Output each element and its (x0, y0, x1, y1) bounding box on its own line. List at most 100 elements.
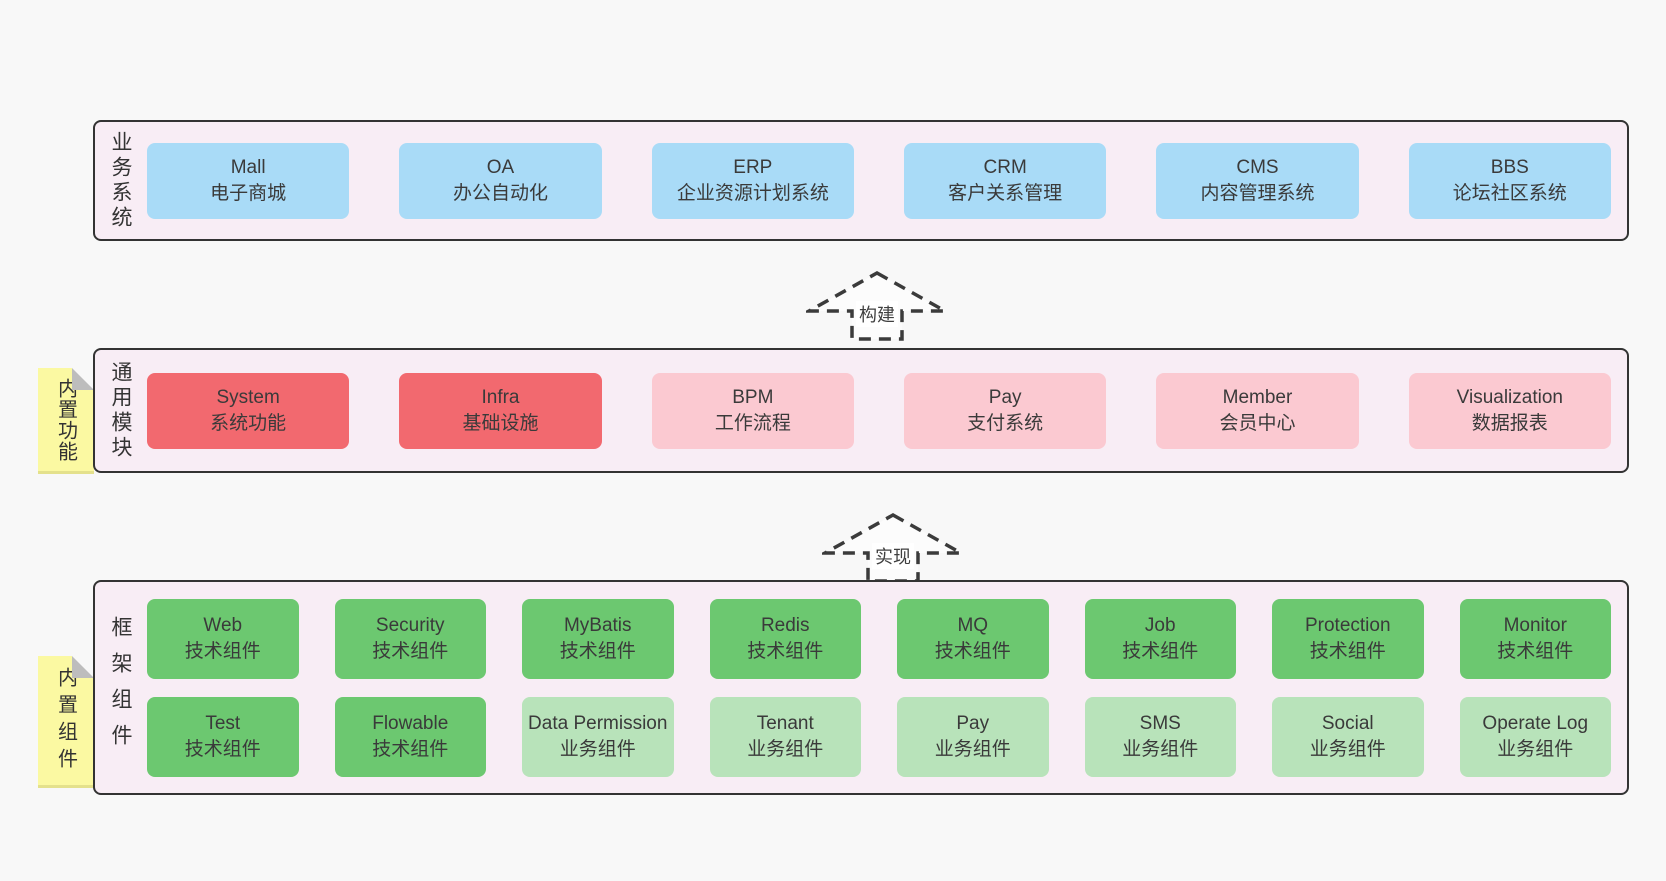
box-desc: 技术组件 (747, 640, 824, 662)
sticky-label: 内置组件 (54, 666, 77, 775)
box-name: Job (1144, 614, 1176, 636)
business-boxes: Mall 电子商城 OA 办公自动化 ERP 企业资源计划系统 CRM 客户关系… (145, 122, 1627, 239)
band-components-label: 框架组件 (109, 615, 132, 760)
box-desc: 技术组件 (1497, 640, 1574, 662)
box-name: CMS (1236, 156, 1279, 178)
box-desc: 技术组件 (184, 640, 261, 662)
box-mq: MQ 技术组件 (897, 598, 1049, 679)
arrow-implement-label: 实现 (872, 543, 914, 569)
box-name: MyBatis (563, 614, 632, 636)
box-crm: CRM 客户关系管理 (903, 142, 1107, 219)
band-common-modules: 通用模块 System 系统功能 Infra 基础设施 BPM 工作流程 Pay… (93, 348, 1629, 473)
box-name: BPM (732, 386, 774, 408)
box-desc: 支付系统 (967, 412, 1044, 434)
box-desc: 论坛社区系统 (1452, 182, 1567, 204)
box-desc: 技术组件 (184, 738, 261, 760)
box-tenant: Tenant 业务组件 (709, 696, 861, 777)
box-name: MQ (957, 614, 989, 636)
box-name: CRM (983, 156, 1027, 178)
box-desc: 工作流程 (714, 412, 791, 434)
box-desc: 办公自动化 (452, 182, 548, 204)
box-mall: Mall 电子商城 (147, 142, 350, 219)
box-cms: CMS 内容管理系统 (1156, 142, 1359, 219)
box-web: Web 技术组件 (147, 598, 299, 679)
box-sms: SMS 业务组件 (1084, 696, 1236, 777)
box-infra: Infra 基础设施 (399, 372, 602, 449)
component-rows: Web 技术组件 Security 技术组件 MyBatis 技术组件 Redi… (145, 582, 1627, 793)
box-flowable: Flowable 技术组件 (334, 696, 486, 777)
box-name: Pay (988, 386, 1022, 408)
box-security: Security 技术组件 (334, 598, 486, 679)
box-visualization: Visualization 数据报表 (1408, 372, 1611, 449)
box-name: Test (205, 712, 241, 734)
box-pay-component: Pay 业务组件 (897, 696, 1049, 777)
box-name: OA (486, 156, 515, 178)
box-mybatis: MyBatis 技术组件 (522, 598, 674, 679)
component-row-2: Test 技术组件 Flowable 技术组件 Data Permission … (147, 696, 1611, 777)
box-data-permission: Data Permission 业务组件 (522, 696, 674, 777)
box-redis: Redis 技术组件 (709, 598, 861, 679)
box-test: Test 技术组件 (147, 696, 299, 777)
box-protection: Protection 技术组件 (1272, 598, 1424, 679)
box-name: Pay (956, 712, 990, 734)
box-name: Mall (230, 156, 266, 178)
box-desc: 电子商城 (210, 182, 287, 204)
box-desc: 会员中心 (1219, 412, 1296, 434)
box-social: Social 业务组件 (1272, 696, 1424, 777)
box-name: Security (375, 614, 445, 636)
box-desc: 业务组件 (1497, 738, 1574, 760)
box-desc: 客户关系管理 (948, 182, 1063, 204)
box-desc: 业务组件 (747, 738, 824, 760)
component-row-1: Web 技术组件 Security 技术组件 MyBatis 技术组件 Redi… (147, 598, 1611, 679)
box-name: Monitor (1503, 614, 1567, 636)
box-name: Social (1321, 712, 1374, 734)
box-name: Data Permission (528, 712, 668, 734)
box-bpm: BPM 工作流程 (651, 372, 854, 449)
box-desc: 业务组件 (934, 738, 1011, 760)
box-name: Infra (481, 386, 520, 408)
box-desc: 业务组件 (1122, 738, 1199, 760)
sticky-built-in-features: 内置功能 (38, 368, 94, 474)
sticky-label: 内置功能 (54, 377, 77, 462)
box-desc: 内容管理系统 (1200, 182, 1315, 204)
box-name: Tenant (756, 712, 814, 734)
box-pay-module: Pay 支付系统 (903, 372, 1107, 449)
box-name: SMS (1139, 712, 1181, 734)
box-desc: 业务组件 (1309, 738, 1386, 760)
box-desc: 业务组件 (559, 738, 636, 760)
box-desc: 数据报表 (1471, 412, 1548, 434)
box-monitor: Monitor 技术组件 (1459, 598, 1611, 679)
arrow-build: 构建 (806, 270, 948, 342)
box-desc: 系统功能 (210, 412, 287, 434)
box-job: Job 技术组件 (1084, 598, 1236, 679)
box-desc: 技术组件 (372, 640, 449, 662)
box-bbs: BBS 论坛社区系统 (1408, 142, 1611, 219)
box-name: System (216, 386, 280, 408)
box-desc: 企业资源计划系统 (676, 182, 829, 204)
box-name: Protection (1304, 614, 1391, 636)
band-business-label: 业务系统 (109, 130, 132, 231)
box-name: BBS (1490, 156, 1529, 178)
box-desc: 技术组件 (1309, 640, 1386, 662)
box-name: Web (203, 614, 243, 636)
arrow-build-label: 构建 (856, 301, 898, 327)
box-desc: 基础设施 (462, 412, 539, 434)
module-boxes: System 系统功能 Infra 基础设施 BPM 工作流程 Pay 支付系统… (145, 350, 1627, 471)
box-name: Operate Log (1482, 712, 1589, 734)
box-operate-log: Operate Log 业务组件 (1459, 696, 1611, 777)
band-modules-label: 通用模块 (109, 360, 132, 461)
box-desc: 技术组件 (934, 640, 1011, 662)
arrow-implement: 实现 (822, 512, 964, 584)
box-name: Visualization (1456, 386, 1563, 408)
sticky-built-in-components: 内置组件 (38, 656, 94, 788)
box-name: Flowable (372, 712, 449, 734)
band-framework-components: 框架组件 Web 技术组件 Security 技术组件 MyBatis 技术组件… (93, 580, 1629, 795)
band-business-systems: 业务系统 Mall 电子商城 OA 办公自动化 ERP 企业资源计划系统 CRM… (93, 120, 1629, 241)
box-member: Member 会员中心 (1156, 372, 1359, 449)
box-desc: 技术组件 (372, 738, 449, 760)
box-erp: ERP 企业资源计划系统 (651, 142, 854, 219)
box-system: System 系统功能 (147, 372, 350, 449)
box-name: Redis (760, 614, 810, 636)
box-oa: OA 办公自动化 (399, 142, 602, 219)
